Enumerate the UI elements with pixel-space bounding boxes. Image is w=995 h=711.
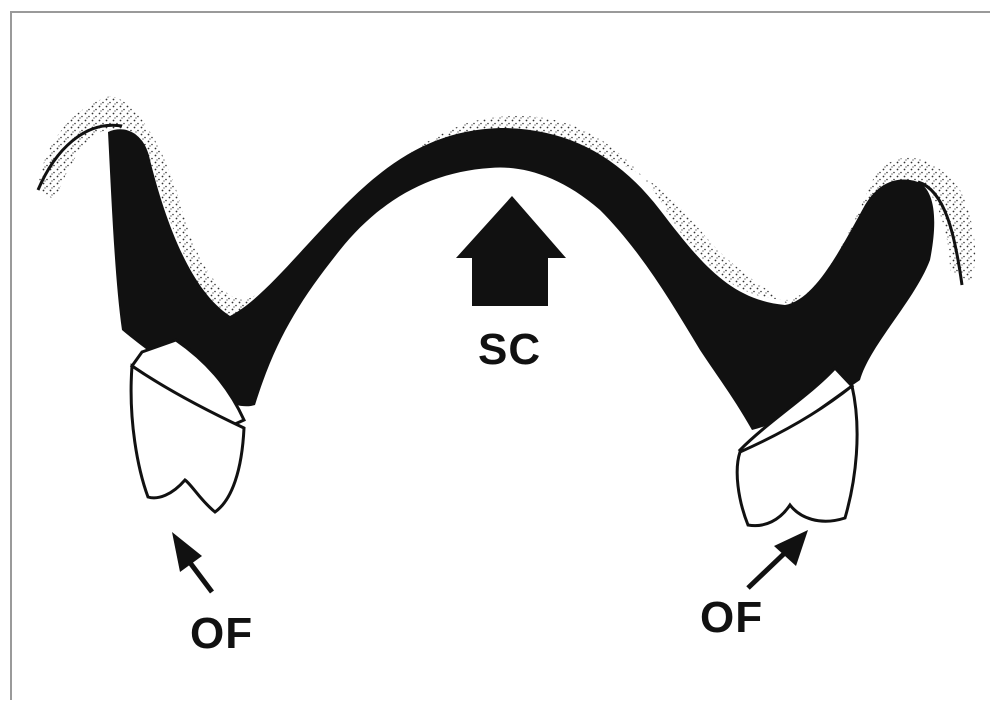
of-right-arrow-icon	[748, 530, 808, 588]
label-sc: SC	[478, 328, 541, 372]
sc-arrow-icon	[456, 196, 566, 306]
label-of-left: OF	[190, 612, 253, 656]
of-left-arrow-icon	[172, 532, 212, 592]
label-of-right: OF	[700, 596, 763, 640]
